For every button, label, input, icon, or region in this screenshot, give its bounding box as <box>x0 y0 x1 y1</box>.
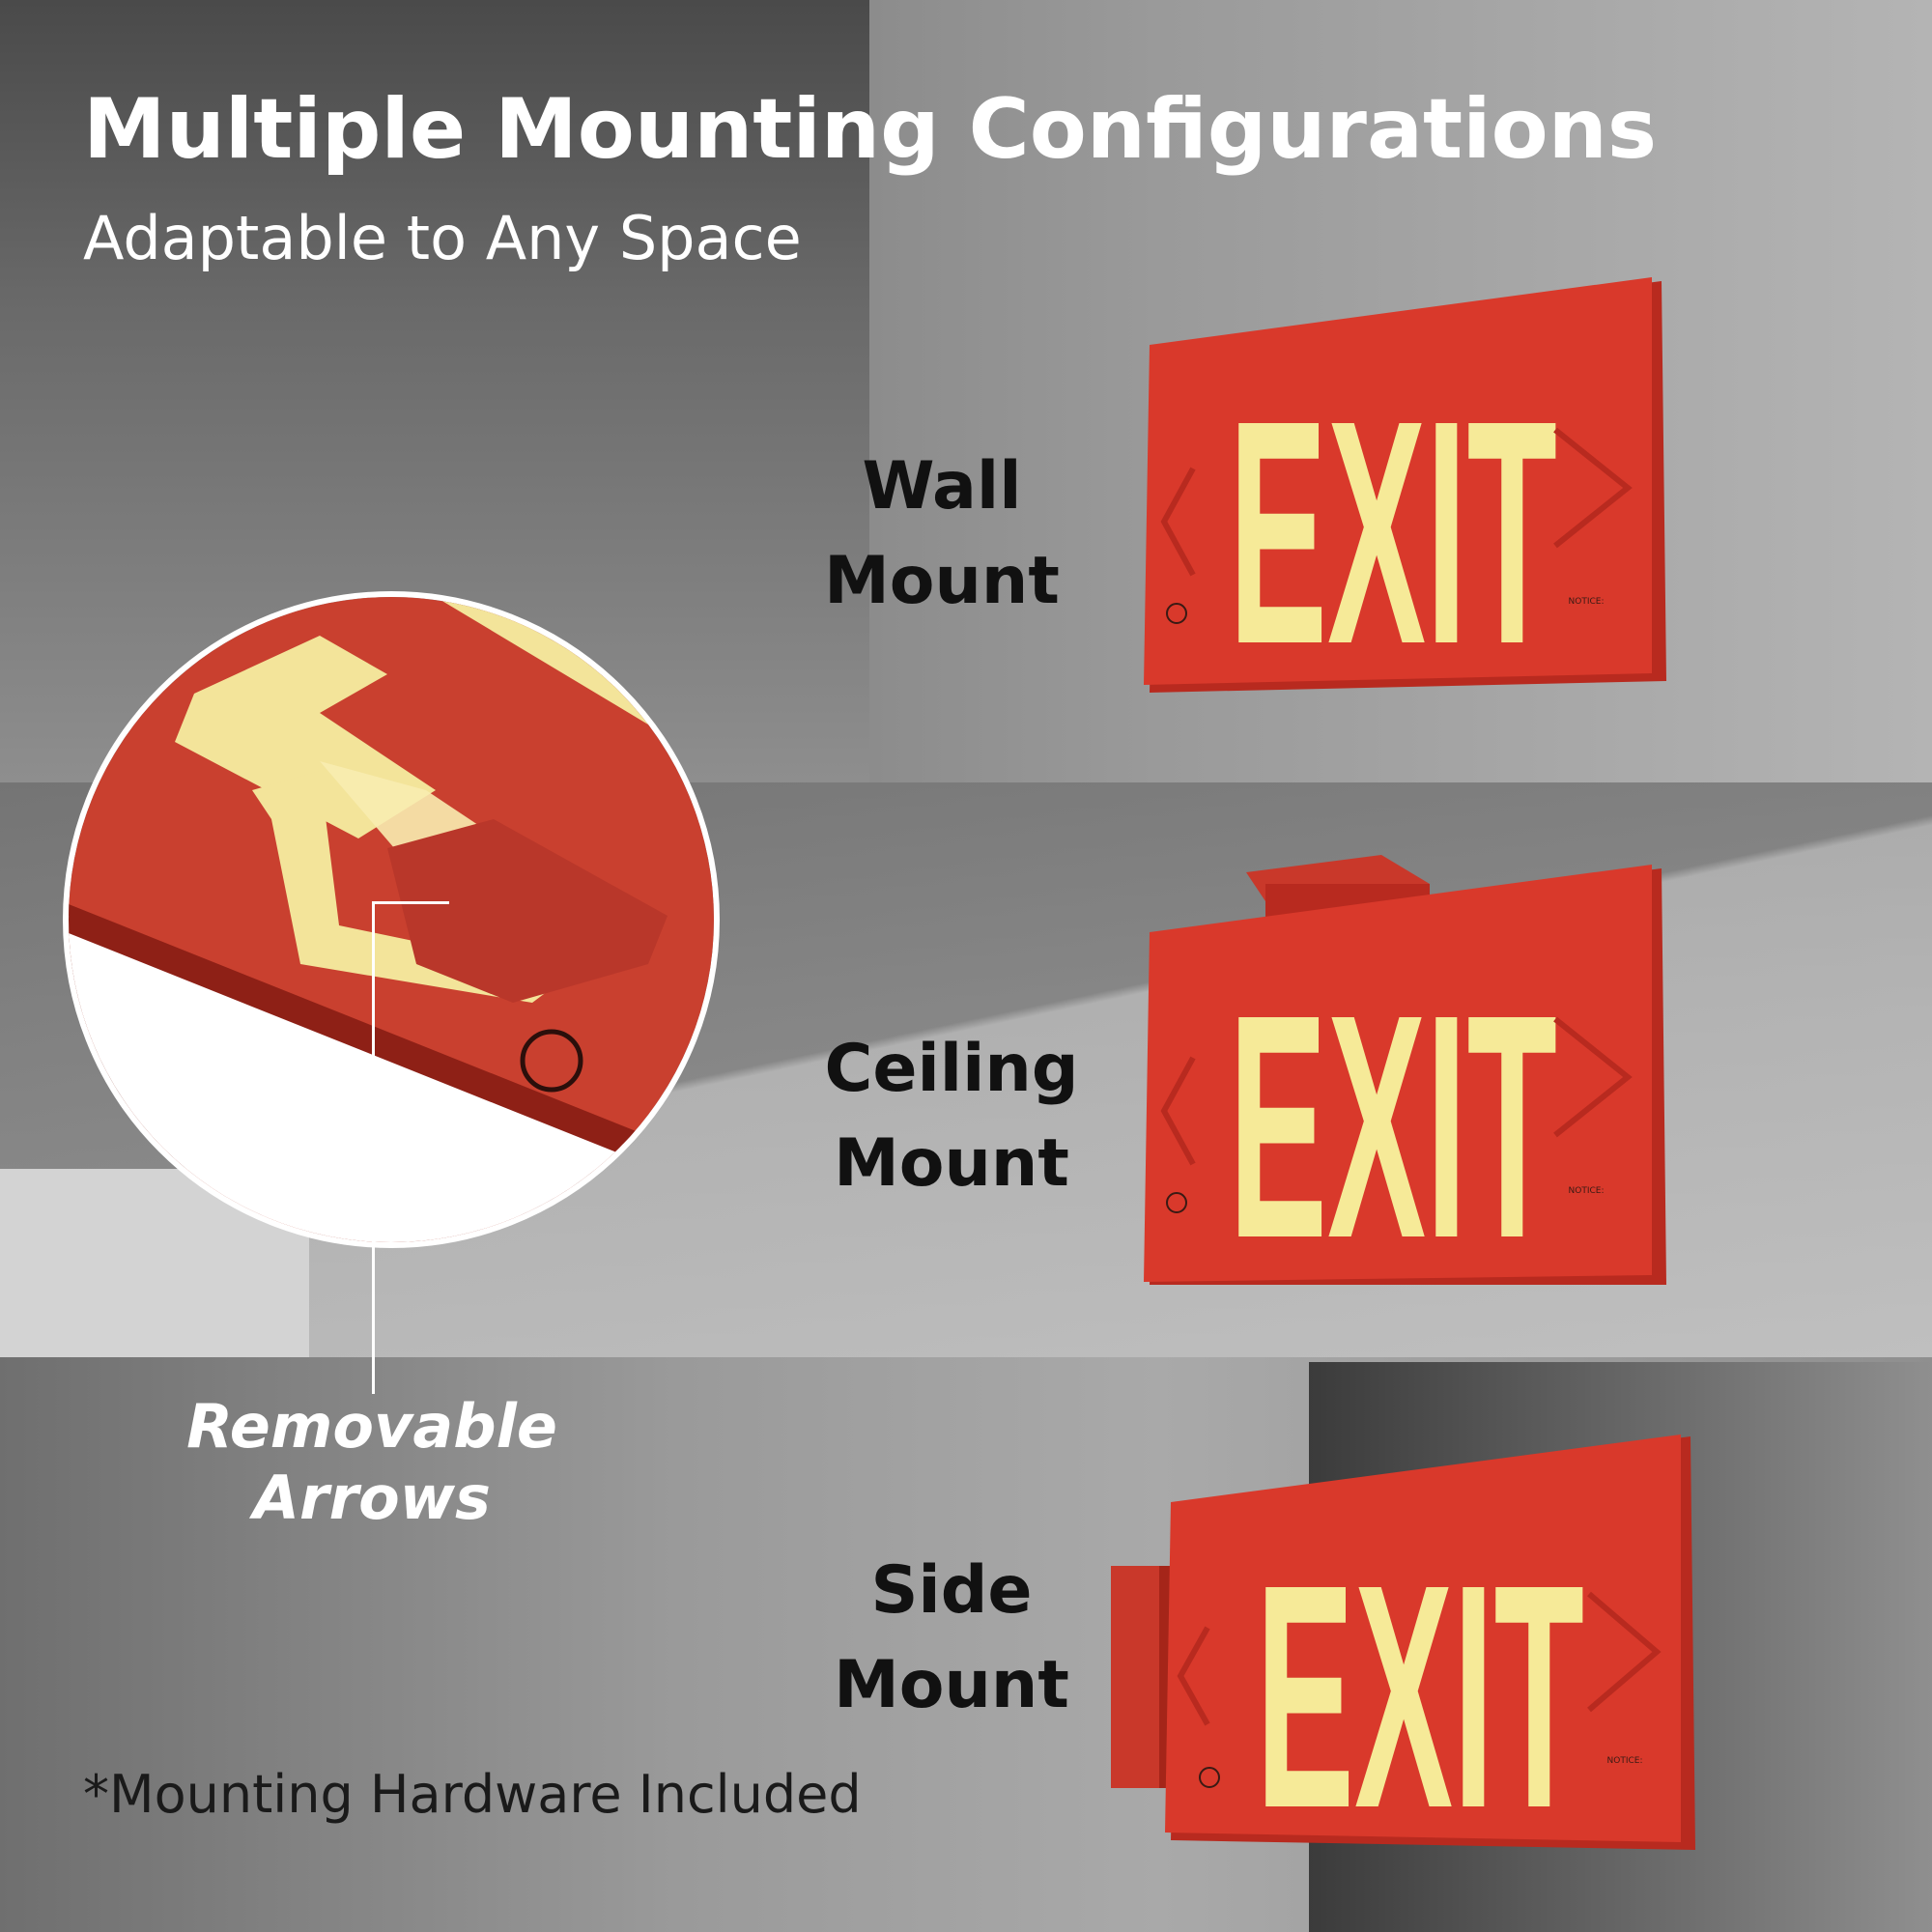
svg-text:NOTICE:: NOTICE: <box>1607 1756 1643 1766</box>
arrow-right-icon <box>1553 427 1633 549</box>
ul-logo-icon <box>1166 603 1187 624</box>
exit-text: EXIT <box>1229 948 1557 1290</box>
exit-sign-ceiling: EXIT NOTICE: <box>1140 845 1681 1290</box>
ul-logo-icon <box>1199 1767 1220 1788</box>
exit-text: EXIT <box>1256 1518 1584 1855</box>
svg-text:NOTICE:: NOTICE: <box>1569 597 1605 607</box>
exit-text: EXIT <box>1229 354 1557 705</box>
page-subtitle: Adaptable to Any Space <box>83 203 802 273</box>
arrow-right-icon <box>1553 1016 1633 1138</box>
exit-sign-side: EXIT NOTICE: <box>1111 1435 1710 1855</box>
callout-line <box>372 901 449 904</box>
ul-logo-icon <box>1166 1192 1187 1213</box>
page-title: Multiple Mounting Configurations <box>83 81 1658 178</box>
footnote: *Mounting Hardware Included <box>83 1764 862 1825</box>
svg-text:NOTICE:: NOTICE: <box>1569 1186 1605 1196</box>
callout-line <box>372 901 375 1394</box>
ul-logo-icon <box>520 1029 583 1093</box>
arrow-right-icon <box>1587 1591 1662 1713</box>
arrow-detail-zoom <box>63 591 720 1248</box>
exit-sign-wall: EXIT NOTICE: <box>1140 275 1681 705</box>
